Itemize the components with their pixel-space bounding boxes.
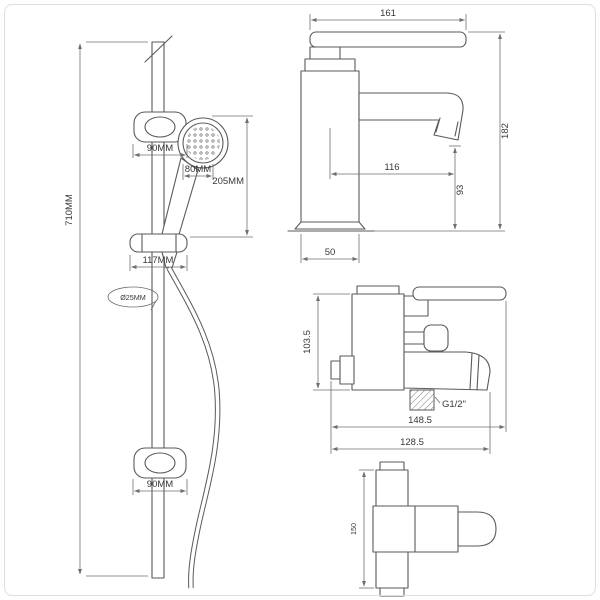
basin-body-width-label: 50 bbox=[325, 247, 336, 258]
slide-rail bbox=[144, 35, 173, 579]
dim-basin-body-width: 50 bbox=[300, 234, 360, 263]
bath-lever-handle bbox=[403, 286, 507, 317]
basin-spout-reach-label: 116 bbox=[384, 162, 399, 173]
bath-body-cap bbox=[356, 285, 400, 295]
topview-bottom-connector bbox=[379, 587, 405, 597]
rail-diameter-label: Ø25MM bbox=[120, 293, 146, 302]
topview-top-connector bbox=[379, 461, 405, 471]
dim-bottom-bracket-width: 90MM bbox=[132, 479, 188, 495]
basin-spout bbox=[358, 92, 464, 141]
dim-top-bracket-width: 90MM bbox=[132, 143, 188, 158]
basin-mixer-view: 161 182 116 93 50 bbox=[287, 8, 511, 263]
basin-spout-height-label: 93 bbox=[455, 185, 466, 196]
bath-inlet-union bbox=[330, 355, 355, 385]
top-bracket-width-label: 90MM bbox=[147, 143, 173, 154]
basin-base bbox=[287, 221, 375, 232]
dim-head-to-holder-length: 205MM bbox=[190, 115, 253, 238]
dim-basin-overall-width: 161 bbox=[309, 8, 467, 30]
basin-overall-height-label: 182 bbox=[500, 123, 511, 139]
bath-body bbox=[351, 293, 405, 391]
head-to-holder-length-label: 205MM bbox=[212, 176, 244, 187]
hose-outlet-thread-label: G1/2" bbox=[442, 399, 466, 410]
bath-mixer-view: G1/2" 103.5 148.5 128.5 bbox=[302, 285, 507, 454]
dim-basin-spout-reach: 116 bbox=[329, 128, 455, 179]
bath-overall-depth-label: 148.5 bbox=[408, 415, 432, 426]
head-diameter-label: 80MM bbox=[185, 164, 211, 175]
dim-rail-length: 710MM bbox=[64, 41, 148, 577]
bath-spout bbox=[403, 351, 491, 391]
dim-topview-length: 150 bbox=[349, 469, 374, 589]
slider-holder bbox=[129, 233, 188, 253]
topview-length-label: 150 bbox=[349, 523, 358, 535]
basin-lever-handle bbox=[309, 31, 467, 60]
image-border bbox=[4, 4, 596, 596]
dim-bath-spout-depth: 128.5 bbox=[330, 392, 491, 454]
dim-basin-overall-height: 182 bbox=[374, 31, 511, 232]
topview-handle-end bbox=[457, 511, 497, 547]
dim-basin-spout-height: 93 bbox=[449, 145, 466, 230]
dim-holder-width: 117MM bbox=[129, 255, 188, 271]
dim-bath-overall-depth: 148.5 bbox=[330, 301, 507, 432]
holder-width-label: 117MM bbox=[143, 255, 174, 266]
dim-bath-body-height: 103.5 bbox=[302, 293, 350, 391]
bath-hose-outlet: G1/2" bbox=[409, 389, 466, 411]
bottom-bracket-width-label: 90MM bbox=[147, 479, 173, 490]
dim-head-diameter: 80MM bbox=[182, 164, 214, 180]
rail-length-label: 710MM bbox=[64, 194, 75, 226]
bath-spout-depth-label: 128.5 bbox=[400, 437, 424, 448]
shower-hose bbox=[166, 266, 221, 589]
bath-body-height-label: 103.5 bbox=[302, 330, 313, 354]
bath-diverter-knob bbox=[403, 324, 449, 352]
bottom-bracket bbox=[133, 447, 187, 479]
basin-overall-width-label: 161 bbox=[380, 8, 396, 19]
bath-mixer-top-view: 150 bbox=[349, 461, 497, 597]
shower-head bbox=[177, 117, 229, 169]
shower-rail-view: 710MM 90MM 80MM 205MM bbox=[64, 35, 253, 589]
callout-rail-diameter: Ø25MM bbox=[107, 286, 159, 311]
